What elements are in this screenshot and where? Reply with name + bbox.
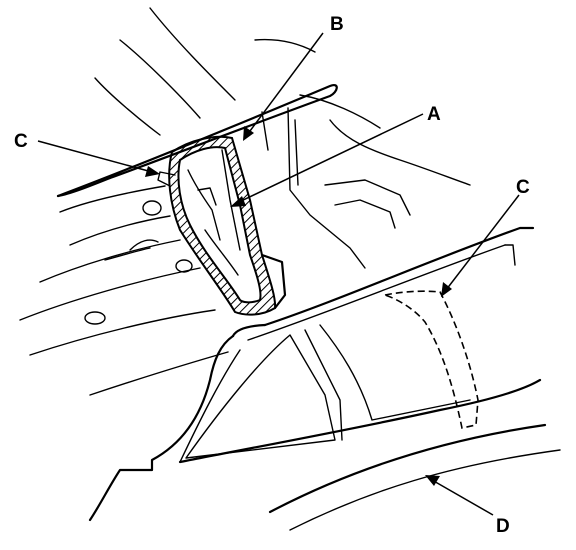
- seal-hatch-c-right: [381, 290, 479, 429]
- callout-d: D: [496, 516, 510, 537]
- bracket-body-a: [177, 146, 262, 304]
- door-opening: [88, 226, 561, 531]
- pillar-bracket: [157, 135, 287, 316]
- callout-c-left: C: [14, 131, 28, 152]
- callout-leaders: [37, 32, 520, 516]
- callout-b: B: [330, 14, 344, 35]
- callout-a: A: [427, 104, 441, 125]
- background-structure: [19, 7, 471, 396]
- callout-c-right: C: [516, 177, 530, 198]
